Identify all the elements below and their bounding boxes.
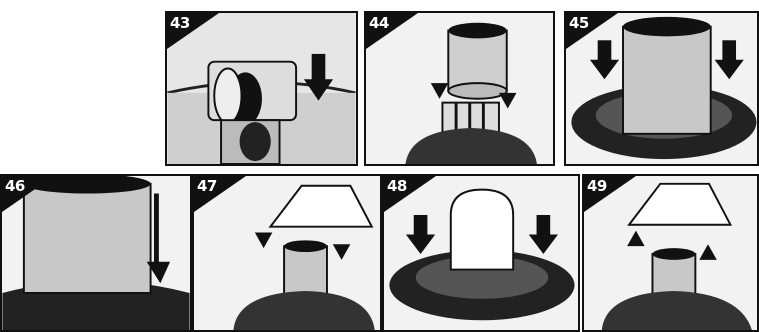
- step-number: 45: [569, 14, 589, 32]
- step-number: 46: [5, 177, 25, 195]
- step-panel-46: 46: [0, 174, 192, 332]
- step-panel-44: 44: [364, 11, 555, 166]
- step-number: 47: [197, 177, 217, 195]
- step-number: 43: [170, 14, 190, 32]
- step-panel-45: 45: [564, 11, 759, 166]
- step-panel-48: 48: [382, 174, 580, 332]
- step-panel-43: 43: [165, 11, 358, 166]
- step-panel-47: 47: [192, 174, 382, 332]
- step-number: 49: [587, 177, 607, 195]
- step-number: 44: [369, 14, 389, 32]
- step-number: 48: [387, 177, 407, 195]
- step-panel-49: 49: [582, 174, 759, 332]
